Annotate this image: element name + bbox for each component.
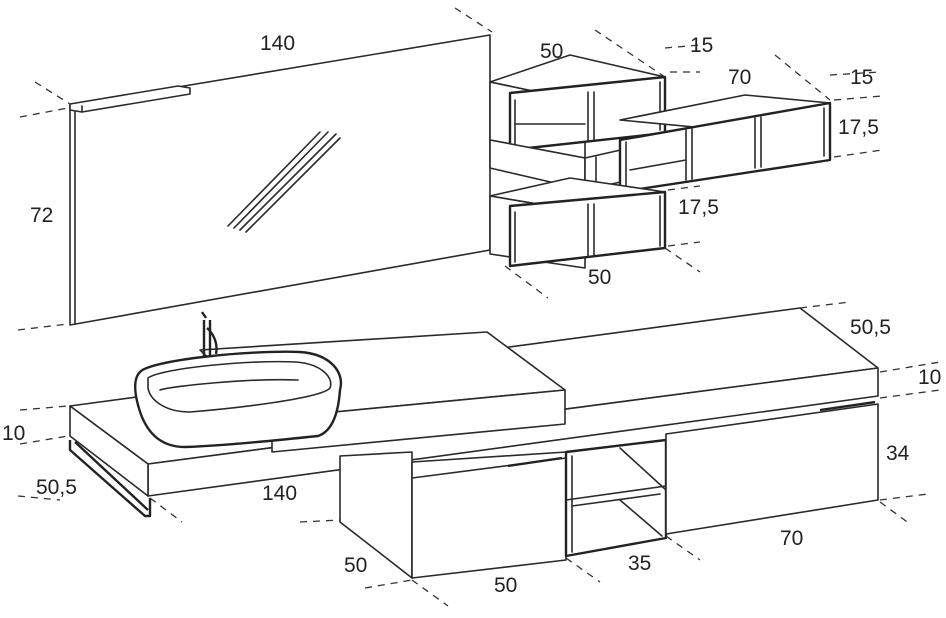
wall-shelf-bottom <box>489 177 667 269</box>
dim-shelf-right-depth: 15 <box>850 66 873 89</box>
dim-shelf-bottom-width: 50 <box>588 266 611 289</box>
dim-top-thickness-left: 10 <box>2 422 25 445</box>
dim-shelf-top-width: 50 <box>540 40 563 63</box>
washbasin <box>134 350 343 449</box>
dim-cabinet-left-width: 50 <box>494 574 517 597</box>
dim-shelf-right-width: 70 <box>728 66 751 89</box>
dim-top-thickness-right: 10 <box>918 366 941 389</box>
dimension-lines <box>17 7 941 607</box>
mirror <box>69 34 491 326</box>
open-unit <box>564 438 668 558</box>
dim-open-unit-width: 35 <box>628 552 651 575</box>
dim-shelf-top-depth: 15 <box>690 34 713 57</box>
dim-top-depth-right: 50,5 <box>850 316 891 339</box>
dim-mirror-width: 140 <box>260 32 295 55</box>
dim-cabinet-right-width: 70 <box>780 527 803 550</box>
dim-top-depth-left: 50,5 <box>36 476 77 499</box>
faucet <box>201 311 218 356</box>
dim-cabinet-height: 34 <box>886 442 910 465</box>
dim-top-width-left: 140 <box>262 482 297 505</box>
wall-shelf-right <box>618 94 832 194</box>
dim-mirror-height: 72 <box>30 204 53 227</box>
towel-rail <box>68 440 152 518</box>
cabinet-left <box>339 451 567 579</box>
dim-cabinet-left-depth: 50 <box>344 554 367 577</box>
wall-shelf-top <box>489 54 667 159</box>
cabinet-right <box>665 403 879 535</box>
dim-shelf-right-height: 17,5 <box>838 116 879 139</box>
dim-shelf-bottom-height: 17,5 <box>678 196 719 219</box>
dimension-labels: 140 72 50 15 70 15 17,5 17,5 50 50,5 10 … <box>2 32 941 597</box>
